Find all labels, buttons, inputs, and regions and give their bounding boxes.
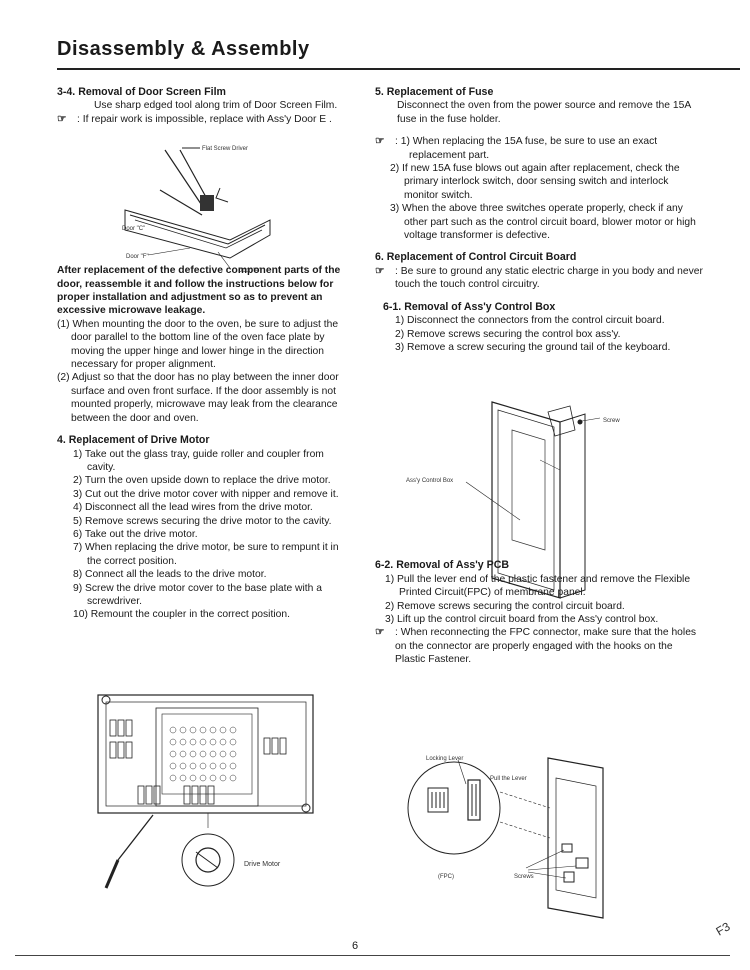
- door-screen-film-figure: Flat Screw Driver Door "C" Door "F" Door…: [122, 146, 271, 274]
- after-replacement-paragraph: After replacement of the defective compo…: [57, 265, 341, 317]
- step: 2) Remove screws securing the control bo…: [395, 328, 621, 340]
- step: 6) Take out the drive motor.: [73, 528, 198, 540]
- section-6-heading: 6. Replacement of Control Circuit Board: [375, 251, 577, 264]
- locking-lever-label: Locking Lever: [426, 756, 463, 762]
- section-5-note-1: ☞ : 1) When replacing the 15A fuse, be s…: [375, 136, 658, 161]
- section-5-note-3: 3) When the above three switches operate…: [390, 203, 696, 242]
- pull-lever-label: Pull the Lever: [490, 776, 527, 782]
- section-6-note: ☞ : Be sure to ground any static electri…: [375, 265, 703, 291]
- note-pointer-icon: ☞: [375, 136, 385, 148]
- section-4-heading: 4. Replacement of Drive Motor: [57, 434, 210, 447]
- fpc-label: (FPC): [438, 874, 454, 880]
- footer-rule: [15, 955, 730, 956]
- section-6-1-steps: 1) Disconnect the connectors from the co…: [375, 314, 705, 354]
- door-c-label: Door "C": [122, 226, 145, 232]
- step: 3) Lift up the control circuit board fro…: [385, 613, 659, 625]
- step: 3) Remove a screw securing the ground ta…: [395, 341, 671, 353]
- door-f-label: Door "F": [126, 254, 149, 260]
- section-3-4-heading: 3-4. Removal of Door Screen Film: [57, 86, 226, 98]
- step: 1) Take out the glass tray, guide roller…: [73, 448, 324, 473]
- note-pointer-icon: ☞: [375, 265, 385, 277]
- step: 9) Screw the drive motor cover to the ba…: [73, 582, 322, 607]
- right-column: 5. Replacement of Fuse Disconnect the ov…: [375, 86, 705, 667]
- step: 1) Pull the lever end of the plastic fas…: [385, 573, 691, 599]
- step: 8) Connect all the leads to the drive mo…: [73, 569, 267, 581]
- drive-motor-label: Drive Motor: [244, 861, 281, 868]
- section-3-4-note: ☞ : If repair work is impossible, replac…: [57, 113, 332, 125]
- section-4-steps: 1) Take out the glass tray, guide roller…: [57, 448, 352, 622]
- page-title: Disassembly & Assembly: [57, 38, 310, 60]
- step: 1) Disconnect the connectors from the co…: [395, 315, 665, 327]
- screws-label: Screws: [514, 874, 534, 880]
- control-box-label: Ass'y Control Box: [406, 478, 453, 484]
- screw-label: Screw: [603, 418, 620, 424]
- door-a-label: Door "A": [238, 268, 261, 274]
- control-box-figure: Screw Ass'y Control Box: [406, 401, 620, 599]
- note-pointer-icon: ☞: [57, 113, 67, 125]
- section-6-2-steps: 1) Pull the lever end of the plastic fas…: [375, 573, 705, 627]
- section-5-text: Disconnect the oven from the power sourc…: [397, 100, 691, 125]
- section-6-2-note: ☞ : When reconnecting the FPC connector,…: [375, 627, 697, 666]
- page-number: 6: [352, 940, 359, 952]
- after-item-2: (2) Adjust so that the door has no play …: [57, 372, 339, 424]
- step: 5) Remove screws securing the drive moto…: [73, 515, 332, 527]
- step: 2) Turn the oven upside down to replace …: [73, 475, 331, 487]
- title-rule: [57, 68, 740, 70]
- pcb-figure: Locking Lever Pull the Lever (FPC) Screw…: [407, 756, 604, 919]
- section-5-note-2: 2) If new 15A fuse blows out again after…: [390, 163, 680, 201]
- flat-screwdriver-label: Flat Screw Driver: [202, 146, 248, 152]
- step: 3) Cut out the drive motor cover with ni…: [73, 488, 339, 500]
- after-item-1: (1) When mounting the door to the oven, …: [57, 318, 339, 371]
- step: 4) Disconnect all the lead wires from th…: [73, 502, 313, 514]
- step: 10) Remount the coupler in the correct p…: [73, 609, 290, 621]
- left-column: 3-4. Removal of Door Screen Film Use sha…: [57, 86, 352, 622]
- section-5-heading: 5. Replacement of Fuse: [375, 86, 494, 98]
- section-6-2-heading: 6-2. Removal of Ass'y PCB: [375, 559, 510, 572]
- step: 7) When replacing the drive motor, be su…: [73, 542, 339, 567]
- drive-motor-figure: Drive Motor: [97, 694, 314, 889]
- corner-mark: F3: [713, 919, 733, 939]
- step: 2) Remove screws securing the control ci…: [385, 600, 625, 612]
- section-3-4-text: Use sharp edged tool along trim of Door …: [94, 100, 338, 112]
- section-6-1-heading: 6-1. Removal of Ass'y Control Box: [383, 300, 556, 313]
- note-pointer-icon: ☞: [375, 627, 385, 639]
